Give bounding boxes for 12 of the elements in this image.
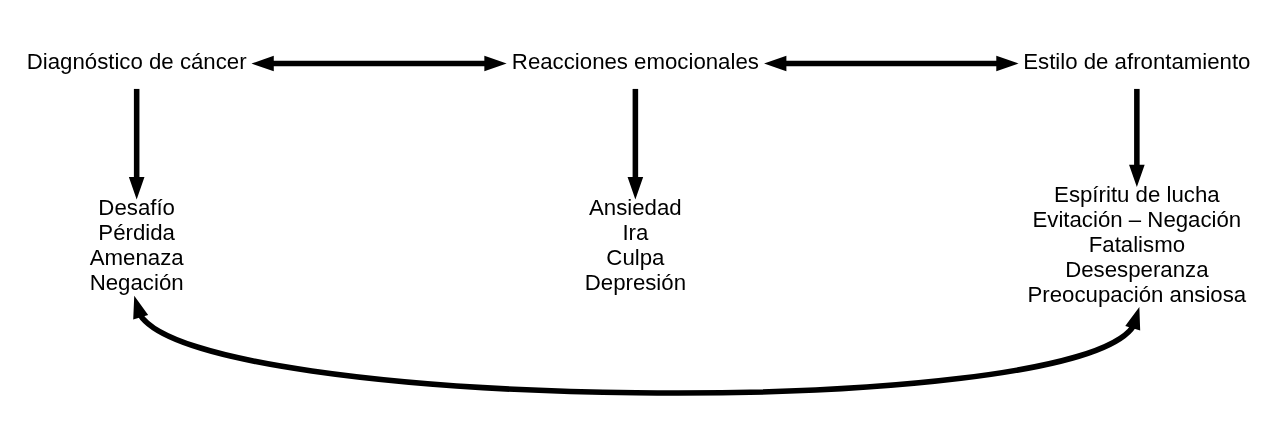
arrow xyxy=(251,55,507,72)
node-text: Reacciones emocionales xyxy=(511,48,759,74)
node-text: Desafío Pérdida Amenaza Negación xyxy=(89,194,184,295)
node-text: Espíritu de lucha Evitación – Negación Fatalismo Desesperanza Preocupación ansiosa xyxy=(1027,182,1247,308)
arrow xyxy=(627,88,644,200)
arrow xyxy=(133,295,1141,396)
arrow xyxy=(1129,88,1145,188)
node-text: Ansiedad Ira Culpa Depresión xyxy=(584,194,687,295)
node-text: Diagnóstico de cáncer xyxy=(26,48,247,74)
arrow xyxy=(764,55,1019,72)
node-text: Estilo de afrontamiento xyxy=(1023,48,1251,74)
arrow xyxy=(128,88,145,200)
